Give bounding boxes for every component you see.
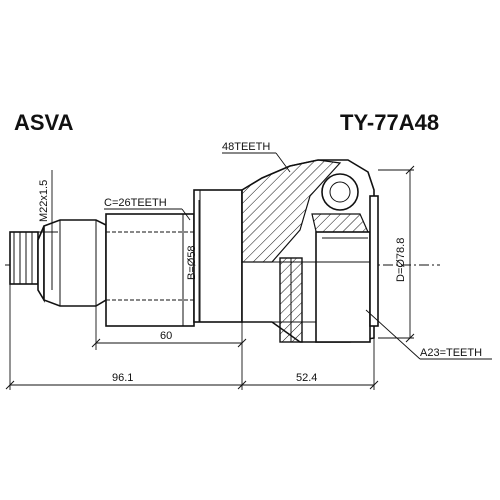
outer-diameter-label: D=Ø78.8 <box>395 238 407 282</box>
spline-teeth-label: C=26TEETH <box>104 197 167 209</box>
dim-96: 96.1 <box>5 372 247 390</box>
bell-hatch <box>241 159 342 263</box>
spline-teeth-callout: C=26TEETH <box>104 197 191 221</box>
dim-96-label: 96.1 <box>112 372 133 384</box>
thread-callout: M22x1.5 <box>38 170 58 240</box>
dim-60-label: 60 <box>160 330 172 342</box>
part-number: TY-77A48 <box>340 110 439 135</box>
bell-teeth-callout: 48TEETH <box>222 141 291 173</box>
dim-52: 52.4 <box>242 372 379 390</box>
dim-shaft-diameter: B=Ø58 <box>186 200 200 322</box>
abs-teeth-callout: A23=TEETH <box>365 309 492 360</box>
bell-teeth-label: 48TEETH <box>222 141 270 153</box>
dim-outer-diameter: D=Ø78.8 <box>395 165 415 343</box>
shaft-diameter-label: B=Ø58 <box>186 245 198 280</box>
threaded-end <box>9 225 45 303</box>
stub-shaft <box>43 189 243 327</box>
dim-52-label: 52.4 <box>296 372 317 384</box>
dim-60: 60 <box>91 330 247 348</box>
thread-label: M22x1.5 <box>38 180 50 222</box>
abs-teeth-label: A23=TEETH <box>420 347 482 359</box>
brand-label: ASVA <box>14 110 74 135</box>
outer-bell <box>241 159 379 343</box>
